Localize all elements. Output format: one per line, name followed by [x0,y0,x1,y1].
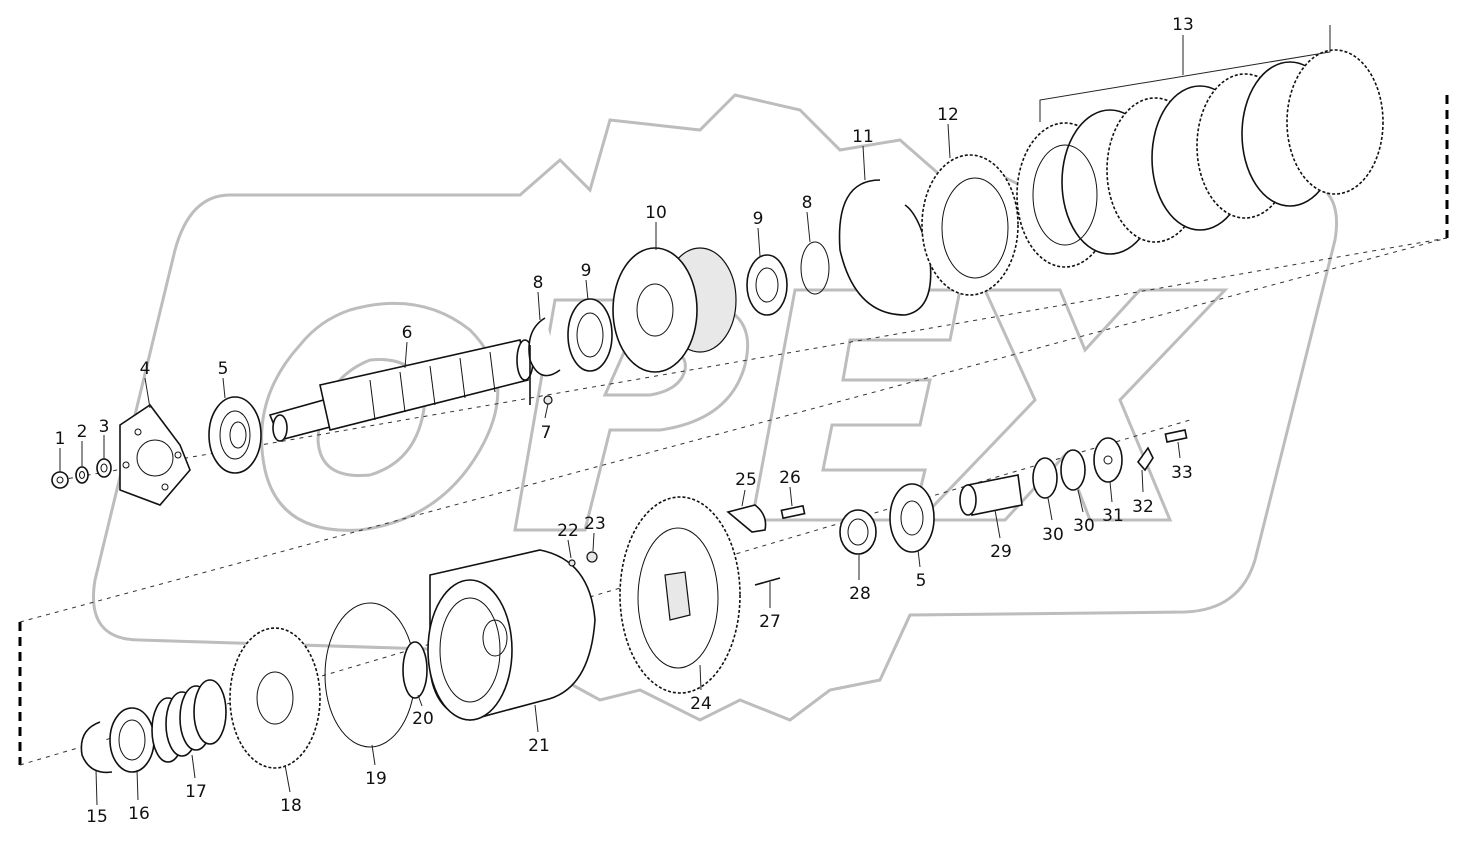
callout-1: 1 [55,429,66,449]
callout-2: 2 [77,422,88,442]
callout-23: 23 [584,514,606,534]
callout-32: 32 [1132,497,1154,517]
callout-21: 21 [528,736,550,756]
part-9-bearing-lower [567,298,613,372]
callout-28: 28 [849,584,871,604]
axis-lines [18,95,1449,766]
callout-17: 17 [185,782,207,802]
part-23-plug [586,551,598,563]
lower-axis [19,237,1448,623]
part-7-key [543,395,553,405]
part-21-clutch-drum [427,549,596,721]
callout-9-upper: 9 [753,209,764,229]
part-26-bolt [780,504,806,520]
part-28-bushing [839,509,877,555]
part-1-nut [51,471,69,489]
part-9-bearing-upper [746,254,788,316]
callout-25: 25 [735,470,757,490]
part-4-flange-cover [119,403,191,506]
callout-labels: 1 2 3 4 5 6 7 8 9 10 9 8 11 12 13 15 16 … [55,15,1194,827]
callout-20: 20 [412,709,434,729]
part-8-snap-ring-upper [800,241,830,295]
callout-24: 24 [690,694,712,714]
part-13-clutch-pack [1016,49,1384,268]
part-10-double-gear [612,247,737,373]
part-31-disc [1093,437,1123,483]
part-25-bracket [726,504,767,533]
callout-4: 4 [140,359,151,379]
callout-7: 7 [541,423,552,443]
callout-3: 3 [99,417,110,437]
callout-27: 27 [759,612,781,632]
callout-6: 6 [402,323,413,343]
callout-26: 26 [779,468,801,488]
upper-axis [59,237,1448,481]
callout-29: 29 [990,542,1012,562]
callout-8-lower: 8 [533,273,544,293]
part-33-bolt [1164,429,1188,443]
part-5-bearing-lower [889,483,935,553]
leader-lines [59,25,1331,806]
part-17-spring-pack [151,679,227,763]
callout-13: 13 [1172,15,1194,35]
part-11-large-snap-ring [838,179,932,316]
callout-30-b: 30 [1073,516,1095,536]
part-22-pin [568,559,576,567]
part-24-large-gear [619,496,741,694]
part-3-washer [96,458,112,478]
part-16-plate [109,707,155,773]
callout-16: 16 [128,804,150,824]
part-8-snap-ring-lower [528,317,561,405]
callout-9-lower: 9 [581,261,592,281]
callout-22: 22 [557,521,579,541]
part-2-washer [75,466,89,484]
callout-11: 11 [852,127,874,147]
callout-33: 33 [1171,463,1193,483]
part-29-sleeve [959,474,1023,516]
callout-19: 19 [365,769,387,789]
callout-31: 31 [1102,506,1124,526]
part-18-gear [229,627,321,769]
part-19-seal-ring [324,602,416,748]
callout-12: 12 [937,105,959,125]
part-12-clutch-disc [921,154,1019,296]
callout-30-a: 30 [1042,525,1064,545]
part-5-bearing-upper [208,396,262,474]
part-6-shaft [268,339,534,442]
callout-10: 10 [645,203,667,223]
callout-5-lower: 5 [916,571,927,591]
part-32-tab-washer [1136,446,1154,472]
part-30-ring-a [1032,457,1058,499]
callout-8-upper: 8 [802,193,813,213]
part-15-snap-ring [80,721,113,774]
part-20-ring [402,641,428,699]
callout-18: 18 [280,796,302,816]
part-30-ring-b [1060,449,1086,491]
callout-15: 15 [86,807,108,827]
callout-5-upper: 5 [218,359,229,379]
part-27-screw [754,577,781,586]
